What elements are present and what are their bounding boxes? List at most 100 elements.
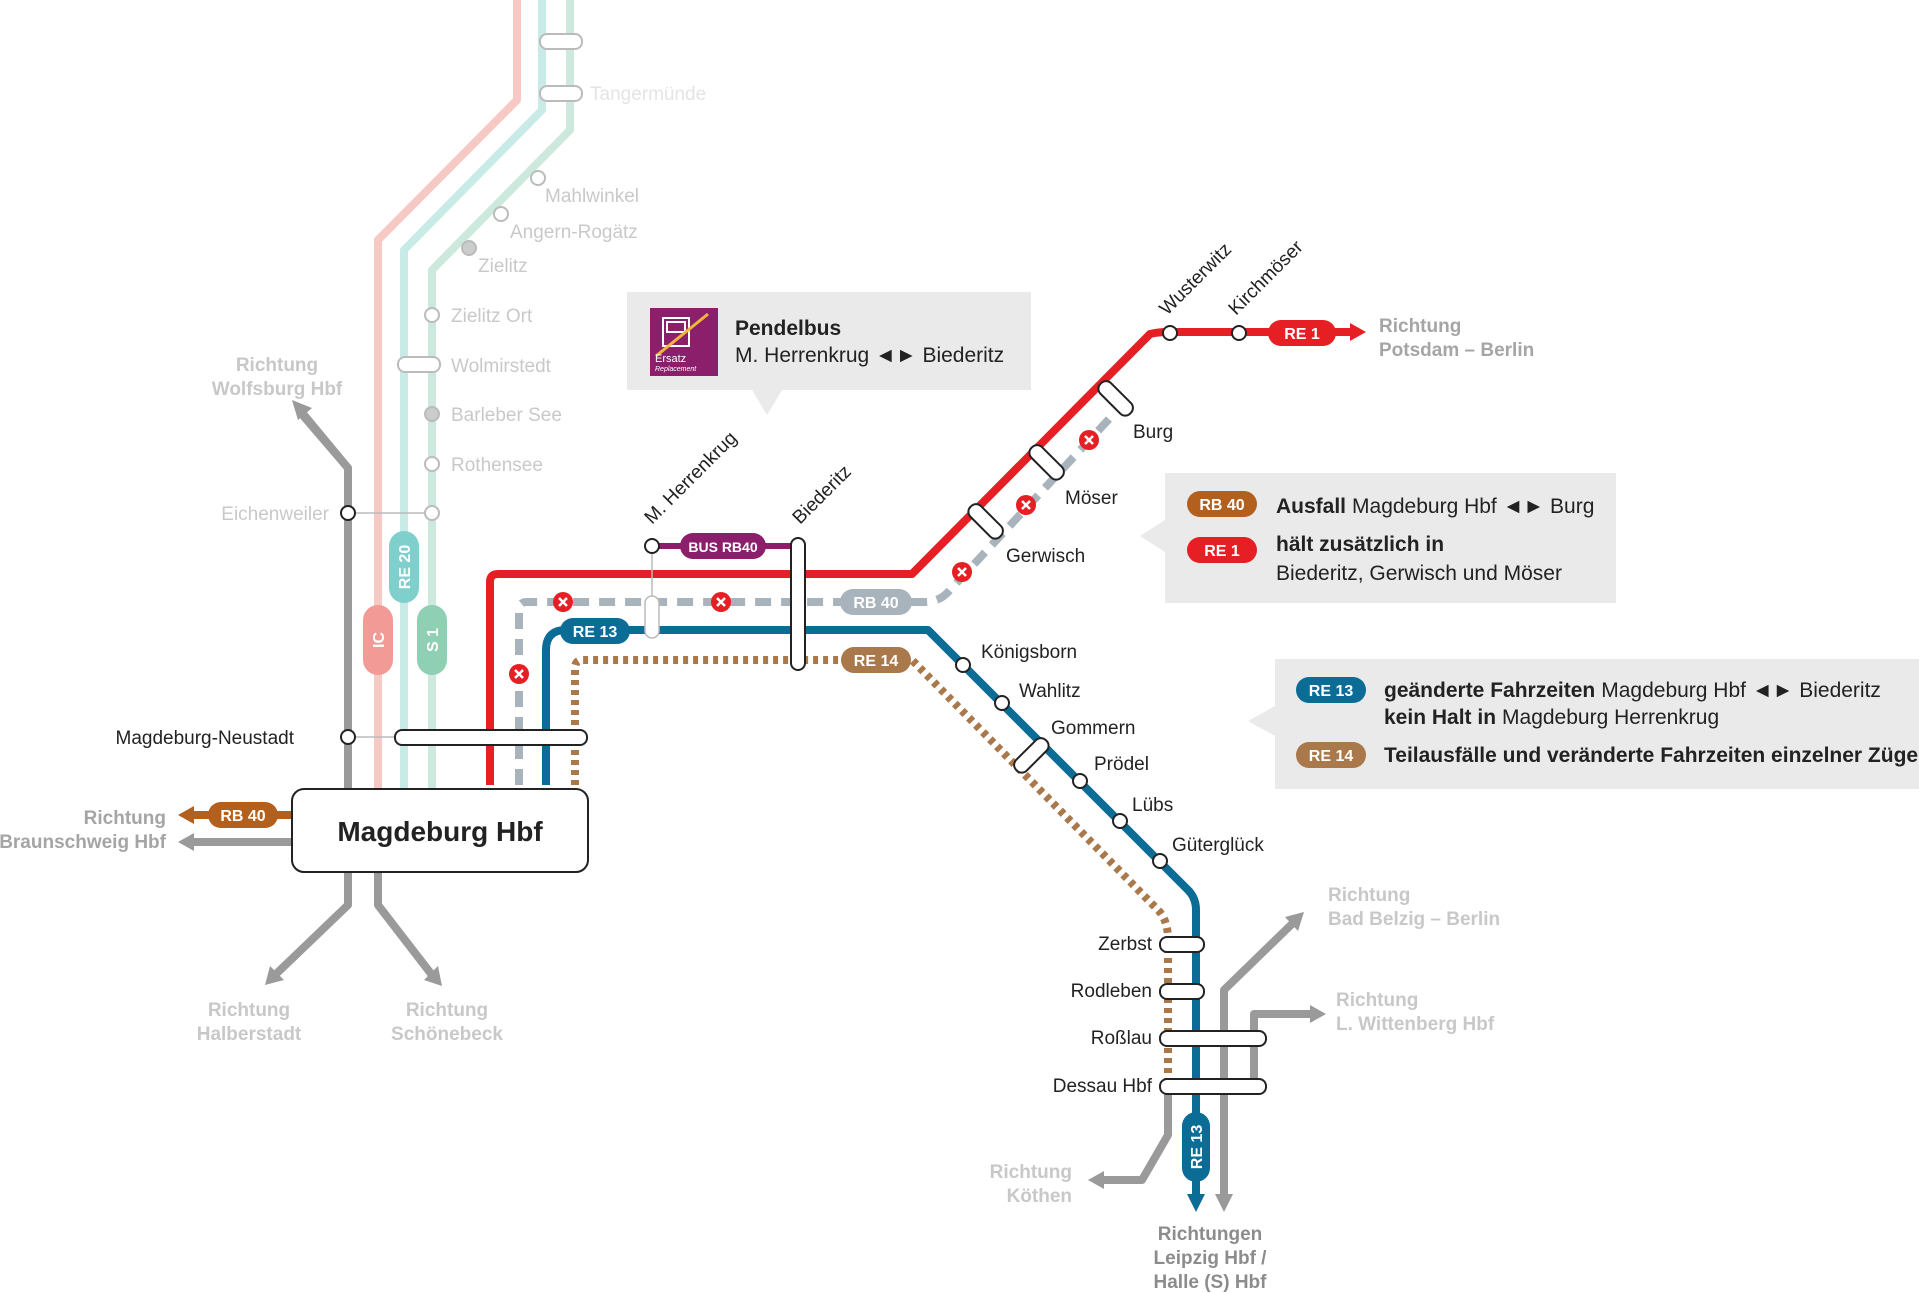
- station-rothensee: [424, 456, 440, 472]
- s1-line: [428, 0, 574, 794]
- leipzig-arrowhead: [1215, 1194, 1233, 1212]
- info2-re13-text1: Magdeburg Hbf ◄► Biederitz: [1601, 679, 1881, 702]
- label-zielitz: Zielitz: [478, 256, 528, 277]
- badge-re1: RE 1: [1268, 320, 1336, 346]
- info2-re13-line1: geänderte Fahrzeiten Magdeburg Hbf ◄► Bie…: [1384, 679, 1881, 702]
- badge-ic: IC: [363, 605, 393, 675]
- label-gommern: Gommern: [1051, 718, 1135, 739]
- hub-label: Magdeburg Hbf: [337, 816, 543, 847]
- badge-bus-rb40-label: BUS RB40: [688, 539, 757, 555]
- station-zerbst: [1159, 936, 1205, 953]
- koethen-arrowhead: [1088, 1171, 1104, 1189]
- hub-magdeburg[interactable]: Magdeburg Hbf: [291, 788, 589, 873]
- station-wusterwitz: [1162, 325, 1178, 341]
- station-herrenkrug: [644, 538, 660, 554]
- badge-s1-label: S 1: [425, 628, 442, 652]
- dir-koethen-1: Richtung: [990, 1162, 1072, 1183]
- wolfsburg-arrow: [296, 408, 352, 472]
- station-biederitz: [790, 537, 806, 671]
- label-wolmirstedt: Wolmirstedt: [451, 356, 552, 377]
- label-mahlwinkel: Mahlwinkel: [545, 186, 639, 207]
- direction-arrows: [178, 400, 1326, 1212]
- dir-braunschweig-2: Braunschweig Hbf: [0, 832, 167, 853]
- label-gueterglueck: Güterglück: [1172, 835, 1264, 856]
- label-gerwisch: Gerwisch: [1006, 546, 1085, 567]
- label-koenigsborn: Königsborn: [981, 642, 1077, 663]
- cancel-markers: [509, 430, 1099, 684]
- station-koenigsborn: [955, 657, 971, 673]
- label-herrenkrug: M. Herrenkrug: [641, 428, 742, 529]
- label-proedel: Prödel: [1094, 754, 1149, 775]
- label-luebs: Lübs: [1132, 795, 1173, 816]
- dir-halberstadt-1: Richtung: [208, 1000, 290, 1021]
- station-rodleben: [1159, 983, 1205, 1000]
- cancel-icon: [1016, 495, 1036, 515]
- cancel-icon: [1079, 430, 1099, 450]
- info1-re1-badge: RE 1: [1204, 543, 1240, 560]
- cancel-icon: [952, 562, 972, 582]
- halberstadt-arrowhead: [265, 966, 284, 985]
- re13-line: [542, 626, 1200, 1200]
- station-dessau: [1159, 1078, 1267, 1095]
- label-dessau: Dessau Hbf: [1053, 1076, 1153, 1097]
- schoenebeck-arrowhead: [424, 966, 442, 986]
- station-gueterglueck: [1152, 853, 1168, 869]
- badge-rb40-braunschweig: RB 40: [208, 802, 278, 828]
- station-neustadt-bar: [394, 729, 588, 746]
- station-tangermuende: [539, 85, 583, 102]
- info2-re13-bold2: kein Halt in: [1384, 706, 1496, 729]
- info2-re13-bold1: geänderte Fahrzeiten: [1384, 679, 1595, 702]
- wolfsburg-line: [296, 406, 352, 794]
- direction-labels: Richtung Potsdam – Berlin Richtung Wolfs…: [0, 316, 1534, 1293]
- station-eichenweiler: [340, 505, 356, 521]
- bad-belzig-arrowhead: [1285, 912, 1304, 931]
- badge-ic-label: IC: [371, 632, 388, 648]
- station-burg: [1097, 380, 1134, 417]
- info1-re1-text: Biederitz, Gerwisch und Möser: [1276, 562, 1562, 585]
- dir-bad-belzig-2: Bad Belzig – Berlin: [1328, 909, 1500, 930]
- station-gerwisch: [967, 503, 1004, 540]
- label-biederitz: Biederitz: [789, 461, 856, 528]
- label-burg: Burg: [1133, 422, 1173, 443]
- station-moeser: [1028, 444, 1065, 481]
- station-kirchmoeser: [1231, 325, 1247, 341]
- dir-koethen-2: Köthen: [1007, 1186, 1072, 1207]
- label-rodleben: Rodleben: [1071, 981, 1152, 1002]
- rb40-arrowhead: [178, 806, 194, 824]
- info1-re1-bold: hält zusätzlich in: [1276, 533, 1444, 556]
- badge-rb40-braunschweig-label: RB 40: [220, 808, 265, 825]
- label-zerbst: Zerbst: [1098, 934, 1153, 955]
- label-neustadt: Magdeburg-Neustadt: [116, 728, 295, 749]
- label-barleber-see: Barleber See: [451, 405, 562, 426]
- badge-re13-label: RE 13: [573, 624, 618, 641]
- halberstadt-arrow: [271, 866, 352, 979]
- station-mahlwinkel: [530, 170, 546, 186]
- dir-halberstadt-2: Halberstadt: [197, 1024, 302, 1045]
- badge-re13-vertical: RE 13: [1182, 1112, 1210, 1182]
- wittenberg-arrow: [1250, 1010, 1316, 1089]
- badge-re13-vertical-label: RE 13: [1189, 1125, 1206, 1170]
- info2-re13-text2: Magdeburg Herrenkrug: [1502, 706, 1719, 729]
- label-angern: Angern-Rogätz: [510, 222, 638, 243]
- cancel-icon: [509, 664, 529, 684]
- dir-wolfsburg-1: Richtung: [236, 355, 318, 376]
- dir-wittenberg-1: Richtung: [1336, 990, 1418, 1011]
- dir-leipzig-1: Richtungen: [1158, 1224, 1263, 1245]
- station-labels: Wusterwitz Kirchmöser Burg Möser Gerwisc…: [116, 84, 1308, 1097]
- label-rothensee: Rothensee: [451, 455, 543, 476]
- re13-arrowhead: [1187, 1194, 1205, 1212]
- station-neustadt: [340, 729, 356, 745]
- dir-wolfsburg-2: Wolfsburg Hbf: [212, 379, 343, 400]
- wolfsburg-arrowhead: [292, 400, 312, 420]
- station-luebs: [1112, 813, 1128, 829]
- label-rosslau: Roßlau: [1091, 1028, 1152, 1049]
- badge-re1-label: RE 1: [1284, 326, 1320, 343]
- station-top: [539, 33, 583, 50]
- pendelbus-route: M. Herrenkrug ◄► Biederitz: [735, 344, 1004, 367]
- station-markers: [340, 325, 1267, 1095]
- label-eichenweiler: Eichenweiler: [221, 504, 329, 525]
- dir-schoenebeck-1: Richtung: [406, 1000, 488, 1021]
